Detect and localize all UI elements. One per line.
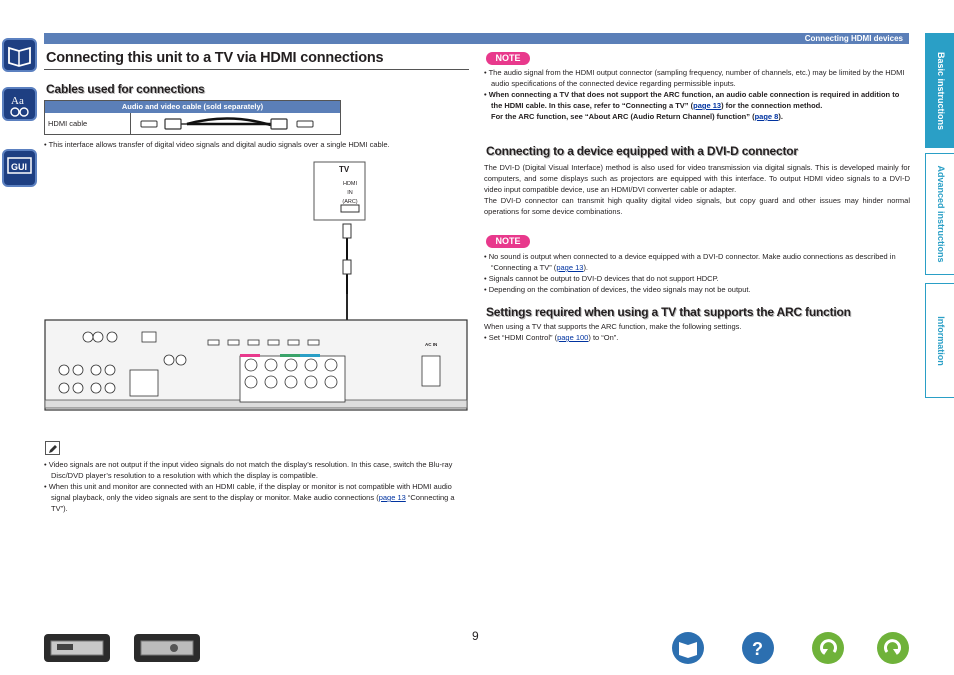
tab-information[interactable]: Information xyxy=(925,283,954,398)
link-page-100[interactable]: page 100 xyxy=(557,333,589,342)
tab-basic-label: Basic instructions xyxy=(935,51,946,130)
left-notes: • Video signals are not output if the in… xyxy=(44,460,455,513)
cables-heading: Cables used for connections xyxy=(46,82,205,96)
section-header-label: Connecting HDMI devices xyxy=(804,34,903,43)
tv-port-line3: (ARC) xyxy=(342,199,358,205)
back-icon[interactable] xyxy=(812,632,844,664)
note-2-content: • No sound is output when connected to a… xyxy=(484,252,896,294)
link-page-13-dvi[interactable]: page 13 xyxy=(556,263,584,272)
section-header-bar: Connecting HDMI devices xyxy=(44,33,909,44)
note-badge-1: NOTE xyxy=(486,52,530,65)
index-icon[interactable]: Aa xyxy=(2,87,37,121)
tab-basic-instructions[interactable]: Basic instructions xyxy=(925,33,954,148)
note-1-bullet-2-end: ) for the connection method. xyxy=(721,101,823,110)
note-badge-2: NOTE xyxy=(486,235,530,248)
forward-icon[interactable] xyxy=(877,632,909,664)
hdmi-cable-illustration xyxy=(140,117,314,130)
tv-port-line2: IN xyxy=(347,190,353,196)
cable-table: Audio and video cable (sold separately) … xyxy=(44,100,341,135)
left-note-1: Video signals are not output if the inpu… xyxy=(48,460,453,480)
note-2-bullet-1: No sound is output when connected to a d… xyxy=(488,252,896,272)
svg-text:?: ? xyxy=(752,639,763,659)
dvi-paragraph-2: The DVI-D connector can transmit high qu… xyxy=(484,196,910,216)
intro-bullet: • This interface allows transfer of digi… xyxy=(44,140,390,149)
pencil-icon xyxy=(45,441,60,455)
tab-advanced-label: Advanced instructions xyxy=(935,165,946,263)
link-page-13-note[interactable]: page 13 xyxy=(693,101,722,110)
note-1-content: • The audio signal from the HDMI output … xyxy=(484,68,905,121)
contents-book-icon[interactable] xyxy=(672,632,704,664)
arc-bullet-end: ) to “On”. xyxy=(588,333,619,342)
cable-row-label: HDMI cable xyxy=(45,113,131,134)
rear-panel-button[interactable] xyxy=(134,634,200,662)
arc-body: When using a TV that supports the ARC fu… xyxy=(484,321,910,343)
note-1-bullet-2: When connecting a TV that does not suppo… xyxy=(488,90,900,110)
dvi-paragraph-1: The DVI-D (Digital Visual Interface) met… xyxy=(484,163,910,194)
tab-advanced-instructions[interactable]: Advanced instructions xyxy=(925,153,954,275)
note-2-bullet-3: Depending on the combination of devices,… xyxy=(488,285,751,294)
note-2-bullet-2: Signals cannot be output to DVI-D device… xyxy=(488,274,719,283)
dvi-heading: Connecting to a device equipped with a D… xyxy=(486,144,798,158)
link-page-8[interactable]: page 8 xyxy=(754,112,779,121)
contents-icon[interactable] xyxy=(2,38,37,72)
cable-table-header: Audio and video cable (sold separately) xyxy=(45,101,340,113)
ac-in-label: AC IN xyxy=(425,342,438,347)
gui-icon[interactable]: GUI xyxy=(2,149,37,187)
left-note-2: When this unit and monitor are connected… xyxy=(48,482,452,502)
tv-port-line1: HDMI xyxy=(342,181,358,187)
arc-bullet: Set “HDMI Control” ( xyxy=(488,333,558,342)
note-1-arc-ref-end: ). xyxy=(778,112,783,121)
note-2-bullet-1-end: ). xyxy=(583,263,589,272)
tv-label: TV xyxy=(339,165,350,174)
intro-text: This interface allows transfer of digita… xyxy=(48,140,390,149)
svg-text:GUI: GUI xyxy=(11,162,27,172)
front-panel-button[interactable] xyxy=(44,634,110,662)
note-1-bullet-1: The audio signal from the HDMI output co… xyxy=(488,68,905,88)
arc-paragraph: When using a TV that supports the ARC fu… xyxy=(484,322,742,331)
title-divider xyxy=(44,69,469,70)
left-note-2-end: “Connecting a TV”). xyxy=(51,493,455,513)
arc-heading: Settings required when using a TV that s… xyxy=(486,305,851,319)
page-title: Connecting this unit to a TV via HDMI co… xyxy=(46,50,384,66)
link-page-13-left[interactable]: page 13 xyxy=(378,493,406,502)
svg-text:Aa: Aa xyxy=(11,95,24,107)
tab-information-label: Information xyxy=(935,315,946,366)
connection-diagram xyxy=(44,161,468,411)
help-icon[interactable]: ? xyxy=(742,632,774,664)
tv-port-label: HDMI IN (ARC) xyxy=(340,180,360,207)
note-1-arc-ref: For the ARC function, see “About ARC (Au… xyxy=(491,112,755,121)
page-number: 9 xyxy=(472,629,479,643)
dvi-body: The DVI-D (Digital Visual Interface) met… xyxy=(484,162,910,217)
